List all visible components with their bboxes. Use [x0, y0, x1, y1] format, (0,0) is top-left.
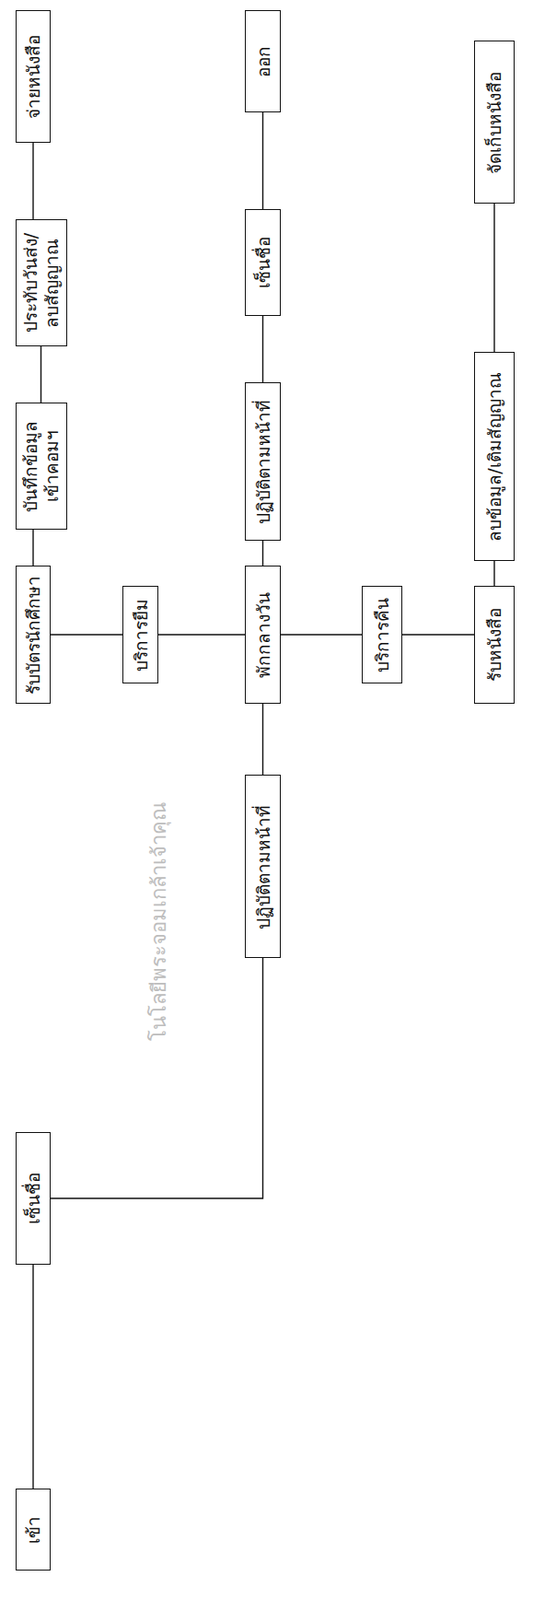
connector — [262, 112, 264, 209]
process-box: จัดเก็บหนังสือ — [474, 40, 515, 204]
process-box: รับหนังสือ — [474, 585, 515, 704]
box-text: บันทึกข้อมูล เข้าคอมฯ — [20, 407, 63, 524]
box-text: รับบัตรนักศึกษา — [23, 570, 45, 698]
box-text: ปฏิบัติตามหน้าที่ — [252, 779, 274, 952]
connector — [493, 203, 495, 352]
process-box: รับบัตรนักศึกษา — [15, 565, 51, 704]
box-text: ปฏิบัติตามหน้าที่ — [252, 387, 274, 535]
connector — [262, 540, 264, 566]
connector — [32, 529, 34, 566]
box-text: ออก — [252, 15, 274, 107]
connector — [32, 1263, 34, 1488]
process-box: ประทับวันส่ง/ ลบสัญญาณ — [15, 219, 68, 347]
connector — [402, 633, 475, 635]
connector — [280, 633, 362, 635]
connector — [158, 633, 245, 635]
process-box: เซ็นชื่อ — [244, 208, 281, 316]
process-box: บริการยืม — [122, 585, 159, 684]
box-text: ประทับวันส่ง/ ลบสัญญาณ — [20, 224, 63, 341]
connector — [32, 142, 34, 220]
box-text: เซ็นชื่อ — [23, 1136, 45, 1259]
process-box: เซ็นชื่อ — [15, 1131, 51, 1264]
box-text: รับหนังสือ — [484, 590, 506, 698]
box-text: พักกลางวัน — [252, 570, 274, 698]
connector — [262, 703, 264, 775]
box-text: บริการยืม — [129, 590, 151, 678]
process-box: ออก — [244, 10, 281, 113]
process-box: ปฏิบัติตามหน้าที่ — [244, 382, 281, 541]
process-box: จ่ายหนังสือ — [15, 10, 51, 143]
process-box: บันทึกข้อมูล เข้าคอมฯ — [15, 402, 68, 530]
box-text: ลบข้อมูล/เติมสัญญาณ — [484, 357, 506, 556]
watermark-text: โนโลยีพระจอมเกล้าเจ้าคุณ — [142, 801, 175, 1041]
box-text: จ่ายหนังสือ — [23, 15, 45, 138]
process-box: ปฏิบัติตามหน้าที่ — [244, 774, 281, 958]
connector — [40, 346, 42, 403]
box-text: เซ็นชื่อ — [252, 214, 274, 311]
box-text: จัดเก็บหนังสือ — [484, 46, 506, 198]
process-box: บริการคืน — [361, 585, 403, 684]
box-text: เข้า — [23, 1493, 45, 1565]
process-box: เข้า — [15, 1487, 51, 1570]
process-box: พักกลางวัน — [244, 565, 281, 704]
connector — [493, 560, 495, 586]
connector — [50, 633, 123, 635]
box-text: บริการคืน — [371, 590, 394, 678]
connector — [262, 315, 264, 383]
process-box: ลบข้อมูล/เติมสัญญาณ — [474, 351, 515, 561]
